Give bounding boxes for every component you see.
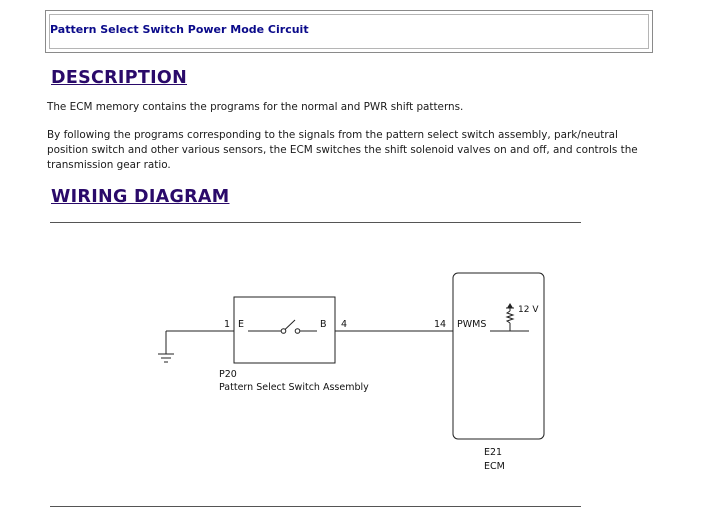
switch-assembly-box bbox=[233, 296, 336, 364]
description-paragraph-2: By following the programs corresponding … bbox=[47, 129, 638, 171]
ecm-pin-number: 14 bbox=[434, 319, 446, 330]
description-heading: DESCRIPTION bbox=[51, 68, 188, 88]
ecm-pin-name: PWMS bbox=[457, 319, 486, 330]
description-paragraph-1: The ECM memory contains the programs for… bbox=[47, 101, 464, 113]
diagram-bottom-rule bbox=[50, 506, 581, 507]
ecm-box bbox=[452, 272, 545, 440]
switch-contact-icon bbox=[248, 319, 317, 334]
title-inner-frame bbox=[49, 14, 649, 49]
ecm-name: ECM bbox=[484, 461, 505, 472]
switch-pin-right-name: B bbox=[320, 319, 327, 330]
wiring-diagram-heading: WIRING DIAGRAM bbox=[51, 187, 230, 207]
switch-pin-left-number: 1 bbox=[224, 319, 230, 330]
switch-connector-code: P20 bbox=[219, 369, 237, 380]
ecm-supply-voltage: 12 V bbox=[518, 305, 539, 315]
diagram-top-rule bbox=[50, 222, 581, 223]
pull-up-resistor-icon bbox=[490, 308, 529, 332]
switch-pin-right-number: 4 bbox=[341, 319, 347, 330]
switch-assembly-name: Pattern Select Switch Assembly bbox=[219, 382, 369, 393]
title-box: Pattern Select Switch Power Mode Circuit bbox=[45, 10, 653, 53]
ground-icon bbox=[158, 331, 174, 363]
voltage-source-icon bbox=[506, 303, 514, 309]
switch-pin-left-name: E bbox=[238, 319, 244, 330]
page-title: Pattern Select Switch Power Mode Circuit bbox=[50, 23, 309, 36]
ecm-connector-code: E21 bbox=[484, 447, 502, 458]
